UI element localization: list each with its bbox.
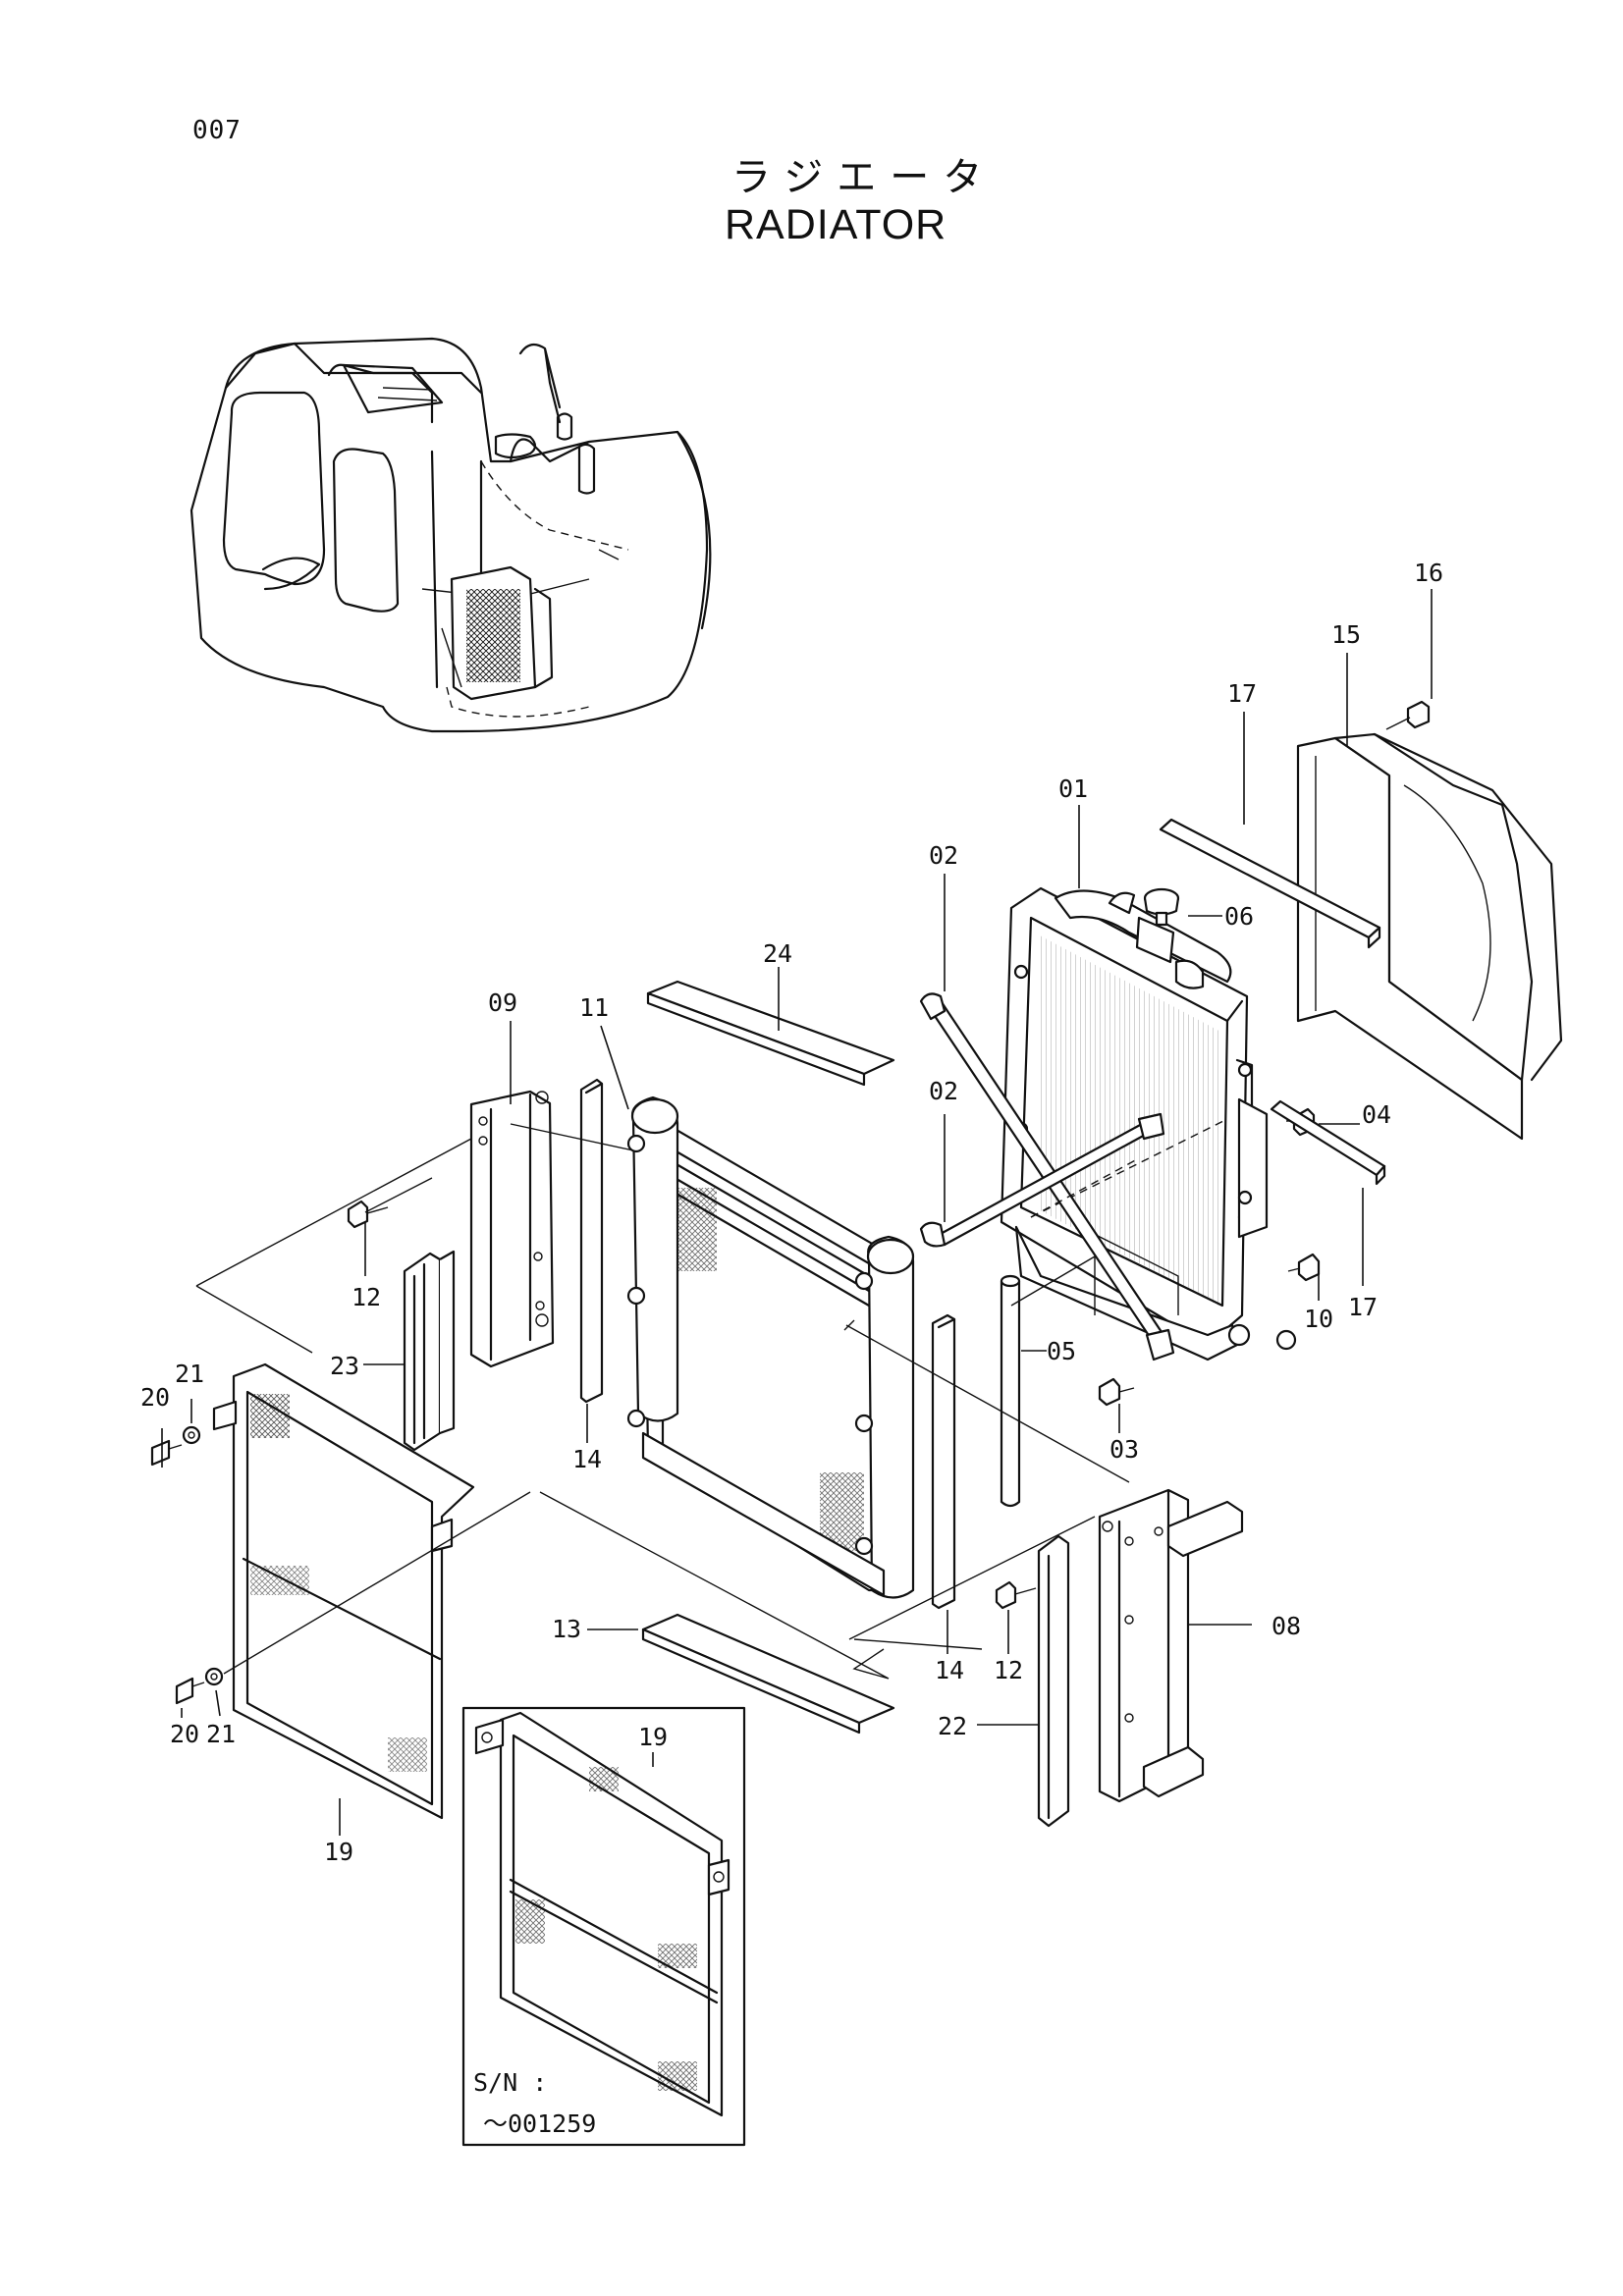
callout-14-left: 14 (572, 1445, 602, 1473)
oil-cooler-part (626, 1095, 915, 1599)
callout-23: 23 (330, 1352, 359, 1380)
callout-02-upper: 02 (929, 841, 958, 870)
callout-09: 09 (488, 988, 517, 1017)
callout-15: 15 (1331, 620, 1361, 649)
fan-shroud-part (1296, 732, 1563, 1141)
bottom-pad-part (641, 1613, 895, 1735)
page-title-english: RADIATOR (725, 201, 947, 248)
callout-13: 13 (552, 1615, 581, 1643)
callout-11: 11 (579, 993, 609, 1022)
mounting-bolt-parts (347, 1200, 1037, 1610)
callout-leader-lines (161, 589, 1433, 1836)
seal-bar-upper-part (1159, 818, 1381, 949)
callout-labels: 01 02 02 03 04 05 06 08 09 10 11 12 12 1… (140, 559, 1443, 2138)
callout-17-lower: 17 (1348, 1293, 1378, 1321)
bolt-parts (1098, 700, 1431, 1407)
callout-12-left: 12 (352, 1283, 381, 1311)
callout-24: 24 (763, 939, 792, 968)
screen-guide-left-part (403, 1250, 456, 1452)
callout-22: 22 (938, 1712, 967, 1740)
radiator-cap-part (1143, 887, 1180, 927)
serial-number-range: ～001259 (483, 2109, 596, 2138)
top-pad-part (646, 980, 895, 1087)
callout-19-main: 19 (324, 1838, 353, 1866)
wing-bolt-and-washer-parts (150, 1425, 224, 1705)
excavator-overview-illustration (189, 337, 712, 733)
callout-05: 05 (1047, 1337, 1076, 1365)
hose-part (1000, 1274, 1021, 1508)
callout-10: 10 (1304, 1305, 1333, 1333)
callout-20-upper: 20 (140, 1383, 170, 1412)
stay-rod-parts (919, 992, 1175, 1362)
right-bracket-part (1098, 1488, 1244, 1803)
radiator-assembly-part (1000, 886, 1297, 1362)
callout-12-right: 12 (994, 1656, 1023, 1684)
callout-14-right: 14 (935, 1656, 964, 1684)
screen-guide-right-part (1037, 1534, 1070, 1828)
dust-screen-part (212, 1362, 475, 1820)
callout-01: 01 (1058, 774, 1088, 803)
callout-19-inset: 19 (638, 1723, 668, 1751)
callout-21-lower: 21 (206, 1720, 236, 1748)
callout-03: 03 (1109, 1435, 1139, 1464)
left-bracket-part (469, 1090, 555, 1368)
page-title-japanese: ラジエータ (731, 155, 997, 200)
seal-block-parts (579, 1078, 956, 1610)
callout-02-lower: 02 (929, 1077, 958, 1105)
serial-number-label: S/N : (473, 2068, 547, 2097)
callout-06: 06 (1224, 902, 1254, 931)
seal-bar-lower-part (1270, 1099, 1386, 1186)
callout-20-lower: 20 (170, 1720, 199, 1748)
callout-04: 04 (1362, 1100, 1391, 1129)
inset-serial-variant-box (461, 1706, 746, 2147)
callout-21-upper: 21 (175, 1360, 204, 1388)
callout-17-upper: 17 (1227, 679, 1257, 708)
callout-08: 08 (1271, 1612, 1301, 1640)
page-number: 007 (192, 116, 242, 145)
callout-16: 16 (1414, 559, 1443, 587)
assembly-reference-lines (195, 1123, 1140, 1680)
